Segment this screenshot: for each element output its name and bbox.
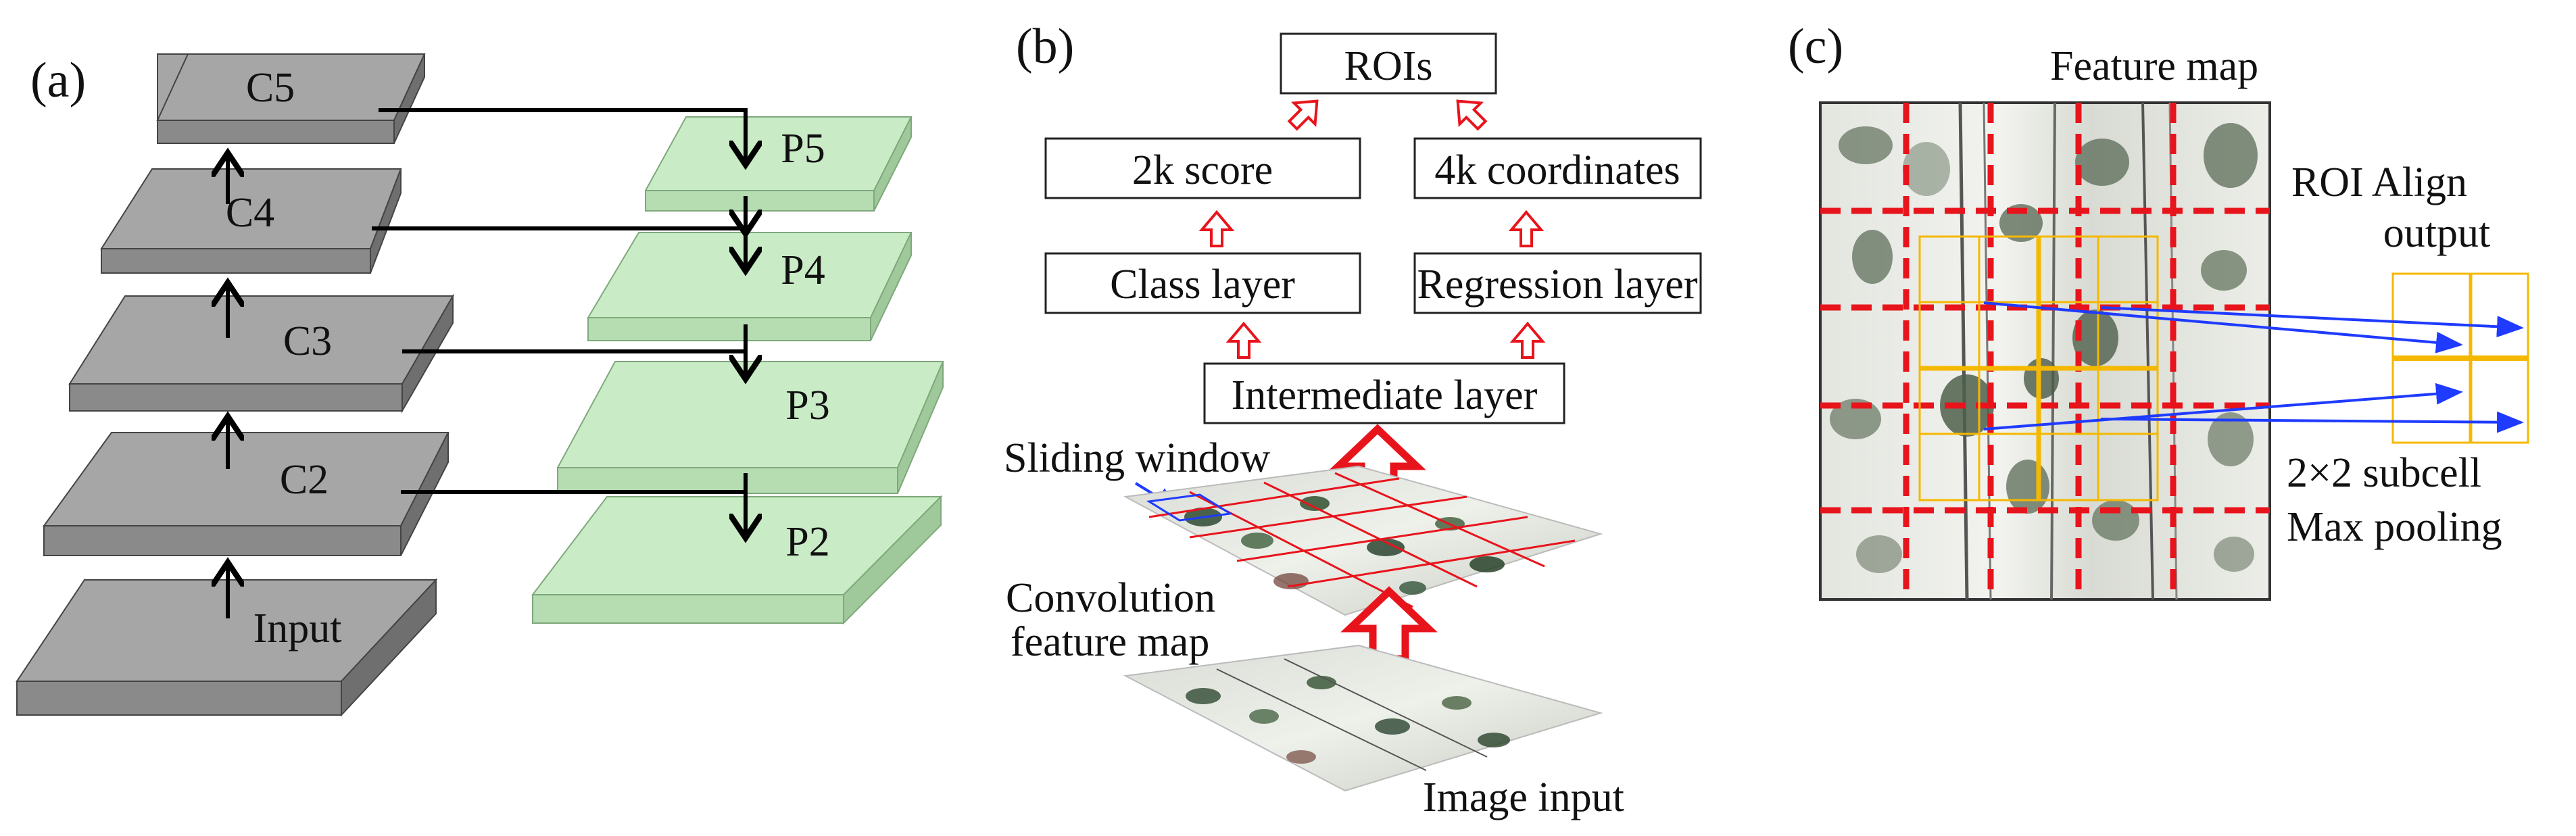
arrow-intermediate-to-regression xyxy=(1509,321,1546,359)
c2-label: C2 xyxy=(280,457,329,503)
conv-label-line1: Convolution xyxy=(1006,575,1215,621)
panel-b-label: (b) xyxy=(1016,19,1074,74)
c5-label: C5 xyxy=(246,65,295,111)
score-label: 2k score xyxy=(1132,147,1273,193)
roi-align-label-line1: ROI Align xyxy=(2291,159,2467,205)
conv-feature-map xyxy=(1123,465,1603,616)
input-label: Input xyxy=(253,606,342,651)
intermediate-label: Intermediate layer xyxy=(1232,372,1538,418)
image-input xyxy=(1123,644,1603,792)
feature-map-title: Feature map xyxy=(2050,43,2258,89)
map-arrow-3 xyxy=(1983,383,2463,431)
arrow-coords-to-rois xyxy=(1456,99,1488,131)
p4-label: P4 xyxy=(781,247,825,293)
c-layer-c2: C2 xyxy=(43,432,449,556)
arrow-class-to-score xyxy=(1198,210,1235,247)
coords-label: 4k coordinates xyxy=(1434,147,1680,193)
feature-map-image xyxy=(1819,101,2271,601)
map-arrow-4 xyxy=(2100,411,2524,433)
p-layer-p5: P5 xyxy=(644,116,913,212)
image-input-label: Image input xyxy=(1423,774,1624,820)
c4-label: C4 xyxy=(226,190,274,236)
score-box xyxy=(1044,137,1361,199)
panel-a: (a) C5 C4 C3 C2 xyxy=(16,53,944,717)
p-layer-p2: P2 xyxy=(531,495,943,625)
regression-layer-label: Regression layer xyxy=(1417,262,1698,308)
arrow-intermediate-to-class xyxy=(1225,321,1262,359)
arrow-score-to-rois xyxy=(1287,99,1319,131)
p-layer-p3: P3 xyxy=(556,361,944,494)
roi-align-output-grid xyxy=(2391,272,2529,444)
panel-b: (b) ROIs 2k score 4k coordinates Class l… xyxy=(1004,19,1702,820)
map-arrow-1 xyxy=(1983,301,2463,353)
rois-label: ROIs xyxy=(1344,43,1433,89)
rois-box xyxy=(1280,32,1497,95)
class-layer-box xyxy=(1044,252,1361,314)
regression-layer-box xyxy=(1413,252,1702,314)
sliding-window-label: Sliding window xyxy=(1004,435,1271,481)
panel-c-label: (c) xyxy=(1788,19,1843,74)
p-layer-p4: P4 xyxy=(587,232,913,341)
subcell-label: 2×2 subcell xyxy=(2287,450,2481,496)
conv-label-line2: feature map xyxy=(1011,619,1209,665)
c-layer-c5: C5 xyxy=(156,53,426,144)
c-layer-c4: C4 xyxy=(100,168,402,274)
coords-box xyxy=(1413,137,1702,199)
c-layer-c3: C3 xyxy=(68,293,454,414)
lateral-c5-p5 xyxy=(379,108,746,161)
c3-label: C3 xyxy=(283,318,332,364)
panel-c: (c) Feature map xyxy=(1788,19,2529,601)
p2-label: P2 xyxy=(785,519,829,565)
input-layer: Input xyxy=(16,578,438,717)
arrow-regression-to-coords xyxy=(1508,210,1545,247)
p3-label: P3 xyxy=(785,383,829,428)
class-layer-label: Class layer xyxy=(1110,262,1295,308)
p5-label: P5 xyxy=(781,126,825,172)
panel-a-label: (a) xyxy=(30,53,86,108)
intermediate-box xyxy=(1203,362,1565,424)
map-arrow-2 xyxy=(2100,306,2524,338)
max-pooling-label: Max pooling xyxy=(2287,504,2502,550)
roi-align-label-line2: output xyxy=(2383,210,2490,256)
